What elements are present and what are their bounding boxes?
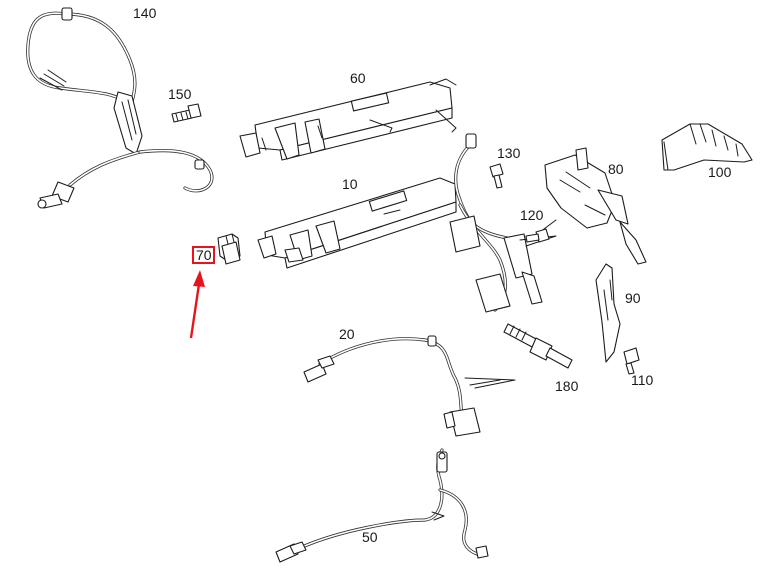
callout-10: 10 [342, 176, 358, 192]
part-90-clip[interactable] [595, 263, 621, 363]
part-180-sensor[interactable] [503, 323, 573, 369]
callout-20: 20 [339, 326, 355, 342]
callout-150: 150 [168, 86, 192, 102]
part-140-sensor-cable[interactable] [26, 7, 214, 209]
highlight-arrow [189, 270, 205, 339]
callout-90: 90 [625, 290, 641, 306]
part-70-connector[interactable] [217, 233, 241, 265]
part-20-sensor-cable[interactable] [303, 335, 516, 437]
part-50-sensor-cable[interactable] [275, 448, 489, 563]
callout-180: 180 [555, 378, 579, 394]
callout-110: 110 [631, 372, 654, 388]
part-130-bolt[interactable] [489, 163, 504, 189]
callout-100: 100 [708, 164, 732, 180]
part-80-bracket[interactable] [544, 147, 647, 265]
part-60-upper-rail[interactable] [239, 78, 457, 161]
part-120-bolt[interactable] [525, 228, 550, 243]
part-10-main-harness[interactable] [257, 133, 557, 313]
callout-70: 70 [196, 247, 212, 263]
part-110-bolt[interactable] [623, 347, 640, 375]
highlight-box [192, 246, 215, 264]
callout-60: 60 [350, 70, 366, 86]
callout-120: 120 [520, 207, 544, 223]
callout-50: 50 [362, 529, 378, 545]
callout-140: 140 [133, 5, 157, 21]
part-150-bolt[interactable] [171, 103, 202, 123]
part-100-cover[interactable] [661, 123, 753, 171]
callout-80: 80 [608, 161, 624, 177]
callout-130: 130 [497, 145, 521, 161]
